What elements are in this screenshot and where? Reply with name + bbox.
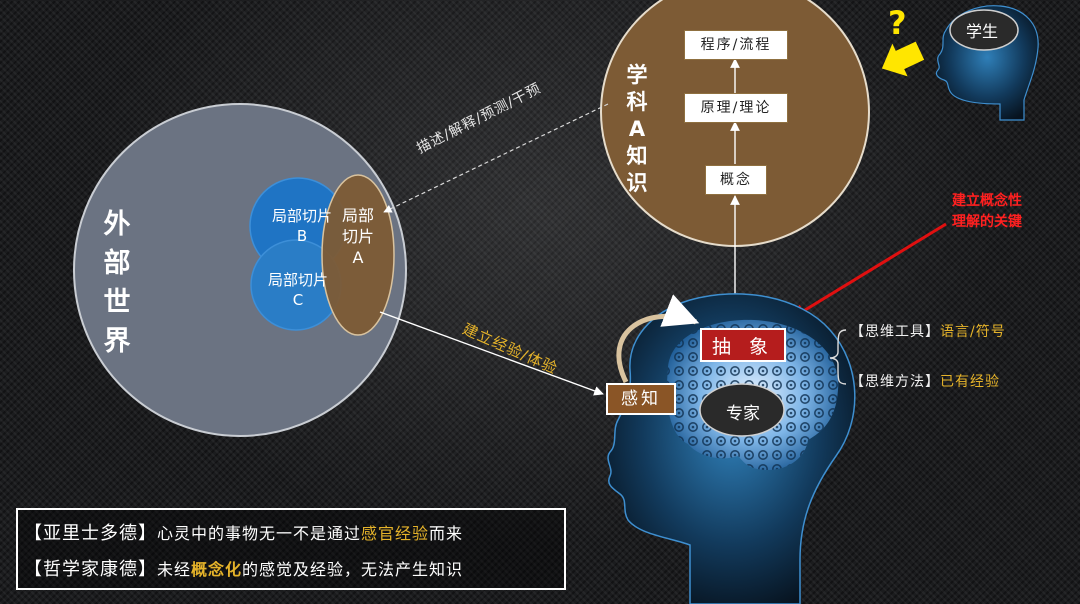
quote-aristotle: 【亚里士多德】心灵中的事物无一不是通过感官经验而来 — [24, 516, 564, 552]
thinking-brace — [829, 329, 847, 385]
quote-highlight: 概念化 — [191, 560, 243, 579]
question-mark-icon: ? — [888, 4, 907, 42]
thinking-tool-label: 【思维工具】 — [850, 324, 940, 340]
quote-text: 的感觉及经验，无法产生知识 — [242, 560, 464, 579]
thinking-method: 【思维方法】已有经验 — [850, 371, 1000, 391]
expert-label: 专家 — [726, 404, 760, 424]
slice-c-label: 局部切片C — [267, 271, 328, 309]
build-experience-arrow — [379, 311, 604, 396]
quote-text: 心灵中的事物无一不是通过 — [157, 524, 362, 543]
abstract-box: 抽 象 — [700, 328, 786, 362]
expert-core — [699, 383, 785, 437]
slice-a-label: 局部切片A — [341, 206, 374, 267]
quote-source: 【亚里士多德】 — [24, 523, 157, 544]
slice-b-label: 局部切片B — [271, 207, 332, 245]
subject-knowledge-title: 学科A知识 — [626, 63, 648, 195]
perceive-box: 感知 — [606, 383, 676, 415]
key-label-line1: 建立概念性 — [952, 193, 1022, 209]
thinking-method-label: 【思维方法】 — [850, 374, 940, 390]
student-label: 学生 — [965, 22, 998, 41]
key-label: 建立概念性 理解的关键 — [952, 191, 1022, 233]
slice-a-ellipse — [321, 174, 395, 336]
quote-text: 未经 — [157, 560, 192, 579]
outer-world-label: 外部世界 — [103, 209, 131, 357]
thinking-method-value: 已有经验 — [940, 374, 1000, 390]
thinking-tool: 【思维工具】语言/符号 — [850, 321, 1006, 341]
quote-text: 而来 — [429, 524, 464, 543]
student-brain — [949, 9, 1019, 51]
key-label-line2: 理解的关键 — [952, 214, 1022, 230]
quote-box: 【亚里士多德】心灵中的事物无一不是通过感官经验而来 【哲学家康德】未经概念化的感… — [16, 508, 566, 590]
describe-arrow — [383, 103, 609, 213]
procedure-box: 程序/流程 — [684, 30, 788, 60]
key-arrow — [790, 222, 947, 320]
perceive-to-abstract-loop-arrow — [616, 294, 700, 384]
concept-box: 概念 — [705, 165, 767, 195]
quote-kant: 【哲学家康德】未经概念化的感觉及经验，无法产生知识 — [24, 552, 564, 588]
quote-source: 【哲学家康德】 — [24, 559, 157, 580]
thinking-tool-value: 语言/符号 — [940, 324, 1006, 340]
quote-highlight: 感官经验 — [361, 524, 430, 543]
principle-box: 原理/理论 — [684, 93, 788, 123]
student-pointer-arrow — [881, 41, 925, 77]
